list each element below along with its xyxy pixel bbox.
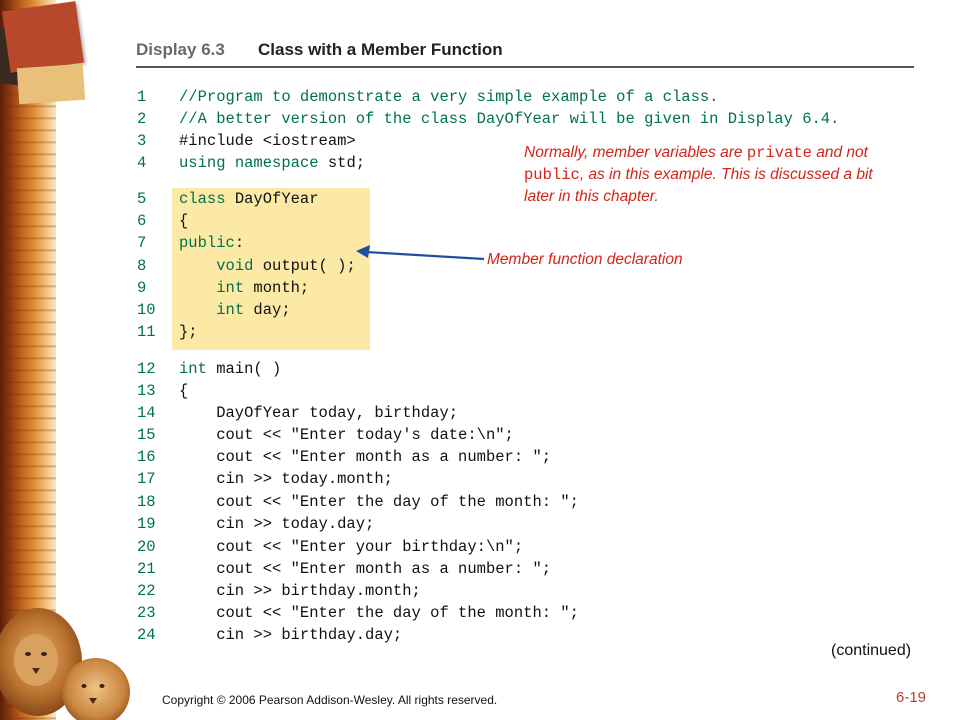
code-line: #include <iostream> <box>179 132 356 150</box>
note-text-2: and not <box>811 144 868 161</box>
line-number: 14 <box>137 404 156 422</box>
page-number: 6-19 <box>896 689 927 706</box>
line-number: 3 <box>137 132 147 150</box>
arrow-icon <box>356 245 485 261</box>
code-line: void output( ); <box>216 257 356 275</box>
code-line: cin >> today.month; <box>179 470 393 488</box>
code-line: cout << "Enter month as a number: "; <box>179 560 552 578</box>
display-number: Display 6.3 <box>136 40 225 59</box>
line-number: 4 <box>137 154 147 172</box>
line-number: 6 <box>137 212 147 230</box>
member-function-declaration-label: Member function declaration <box>487 251 683 268</box>
wood-grain-texture <box>0 0 56 720</box>
line-number: 7 <box>137 234 147 252</box>
line-number: 23 <box>137 604 156 622</box>
line-number: 2 <box>137 110 147 128</box>
code-line: { <box>179 382 189 400</box>
code-line: class DayOfYear <box>179 190 319 208</box>
line-number: 1 <box>137 88 147 106</box>
line-number: 11 <box>137 323 156 341</box>
display-title: Class with a Member Function <box>258 40 503 59</box>
code-line: cout << "Enter the day of the month: "; <box>179 604 579 622</box>
code-line: cin >> birthday.month; <box>179 582 421 600</box>
code-line: cout << "Enter the day of the month: "; <box>179 493 579 511</box>
code-line: int month; <box>216 279 310 297</box>
line-number: 22 <box>137 582 156 600</box>
code-keyword: using <box>179 154 226 172</box>
code-line: //Program to demonstrate a very simple e… <box>179 88 719 106</box>
code-comment: //A better version of the class DayOfYea… <box>179 110 840 128</box>
note-private-keyword: private <box>746 144 812 162</box>
code-line: cout << "Enter month as a number: "; <box>179 448 552 466</box>
line-number: 10 <box>137 301 156 319</box>
line-number: 12 <box>137 360 156 378</box>
line-number: 9 <box>137 279 147 297</box>
code-line: cin >> today.day; <box>179 515 375 533</box>
code-keyword: int <box>216 279 245 297</box>
code-line: int day; <box>216 301 291 319</box>
code-keyword: namespace <box>234 154 319 172</box>
line-number: 8 <box>137 257 147 275</box>
line-number: 16 <box>137 448 156 466</box>
line-number: 13 <box>137 382 156 400</box>
line-number: 19 <box>137 515 156 533</box>
code-keyword: class <box>179 190 226 208</box>
note-text-3: , as in this example. This is discussed … <box>524 166 873 205</box>
continued-label: (continued) <box>831 642 912 659</box>
code-line: cout << "Enter your birthday:\n"; <box>179 538 524 556</box>
line-number: 15 <box>137 426 156 444</box>
decorative-block-red <box>2 1 84 73</box>
code-keyword: int <box>179 360 207 378</box>
title-divider <box>136 66 914 68</box>
line-number: 17 <box>137 470 156 488</box>
code-line: }; <box>179 323 198 341</box>
note-public-keyword: public <box>524 166 580 184</box>
code-line: int main( ) <box>179 360 282 378</box>
code-line: using namespace std; <box>179 154 366 172</box>
code-keyword: void <box>216 257 254 275</box>
code-keyword: public <box>179 234 235 252</box>
line-number: 5 <box>137 190 147 208</box>
code-comment: //Program to demonstrate a very simple e… <box>179 88 719 106</box>
left-decorative-strip <box>0 0 56 720</box>
copyright-text: Copyright © 2006 Pearson Addison-Wesley.… <box>162 693 498 707</box>
code-line: cin >> birthday.day; <box>179 626 403 644</box>
decorative-block-tan <box>16 63 86 105</box>
code-line: DayOfYear today, birthday; <box>179 404 459 422</box>
member-variables-note: Normally, member variables are private a… <box>524 142 894 208</box>
note-text-1: Normally, member variables are <box>524 144 747 161</box>
code-line: public: <box>179 234 245 252</box>
line-number: 21 <box>137 560 156 578</box>
line-number: 20 <box>137 538 156 556</box>
line-number: 18 <box>137 493 156 511</box>
code-line: cout << "Enter today's date:\n"; <box>179 426 514 444</box>
lion-image <box>0 608 130 720</box>
line-number: 24 <box>137 626 156 644</box>
code-keyword: int <box>216 301 245 319</box>
class-highlight-box <box>172 188 370 350</box>
code-line: { <box>179 212 189 230</box>
code-line: //A better version of the class DayOfYea… <box>179 110 839 128</box>
